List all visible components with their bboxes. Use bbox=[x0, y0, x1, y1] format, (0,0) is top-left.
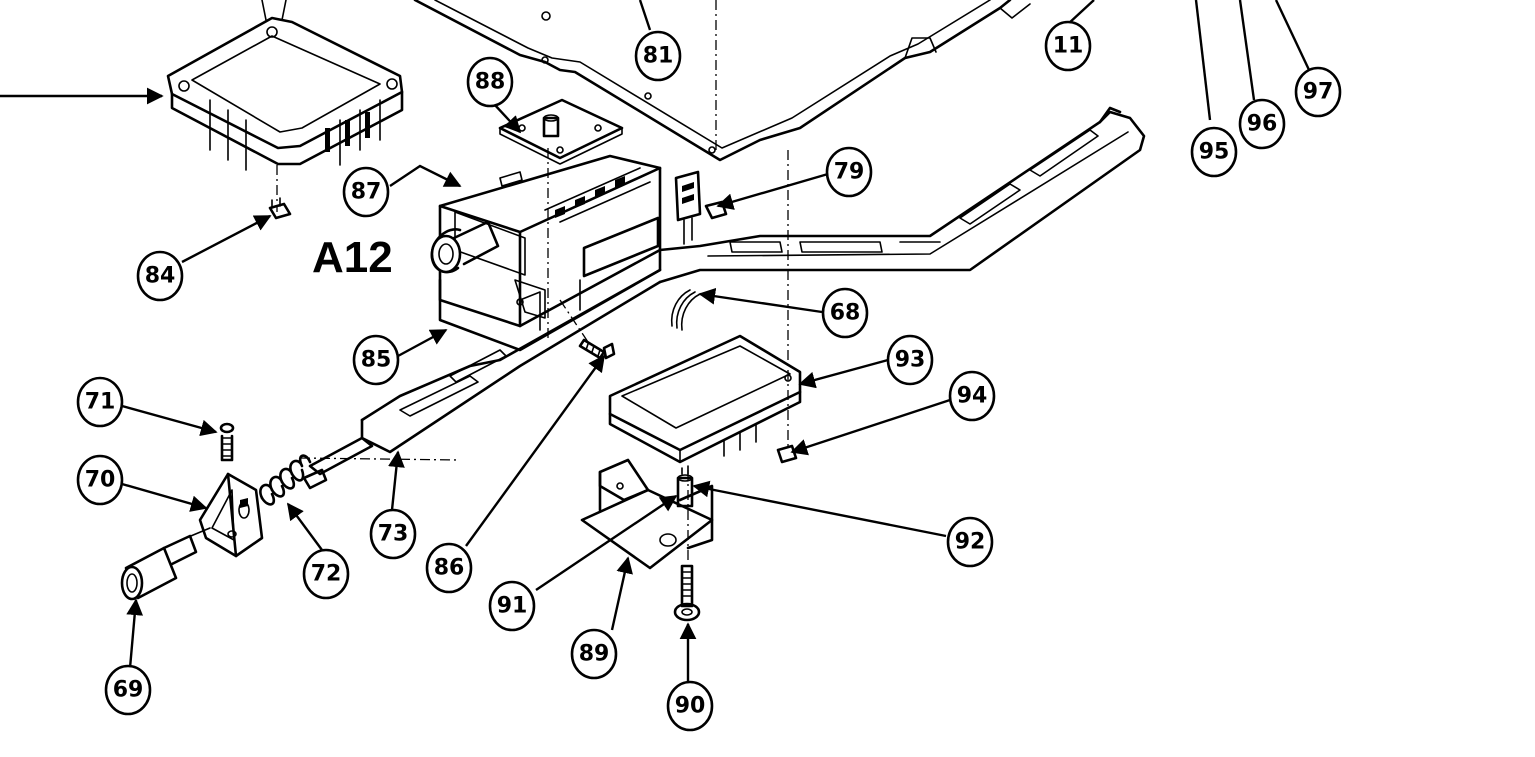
connector bbox=[674, 170, 728, 245]
tray-93 bbox=[608, 334, 802, 464]
callout-71: 71 bbox=[76, 376, 124, 428]
callout-87: 87 bbox=[342, 166, 390, 218]
callout-92-label: 92 bbox=[955, 530, 986, 555]
bracket-89 bbox=[580, 458, 714, 570]
plate-88 bbox=[498, 98, 624, 165]
callout-95-label: 95 bbox=[1199, 140, 1230, 165]
callout-81: 81 bbox=[634, 30, 682, 82]
callout-71-label: 71 bbox=[85, 390, 116, 415]
callout-85: 85 bbox=[352, 334, 400, 386]
callout-95: 95 bbox=[1190, 126, 1238, 178]
callout-97: 97 bbox=[1294, 66, 1342, 118]
slider-bar bbox=[658, 106, 1146, 284]
callout-73: 73 bbox=[369, 508, 417, 560]
callout-88: 88 bbox=[466, 56, 514, 108]
screw-90 bbox=[673, 564, 701, 622]
callout-90: 90 bbox=[666, 680, 714, 732]
leader-lines bbox=[0, 0, 1312, 682]
switch-assembly-a12 bbox=[430, 154, 662, 352]
callout-68-label: 68 bbox=[830, 301, 861, 326]
callout-85-label: 85 bbox=[361, 348, 392, 373]
callout-92: 92 bbox=[946, 516, 994, 568]
callout-11: 11 bbox=[1044, 20, 1092, 72]
callout-89: 89 bbox=[570, 628, 618, 680]
callout-84: 84 bbox=[136, 250, 184, 302]
callout-90-label: 90 bbox=[675, 694, 706, 719]
callout-91: 91 bbox=[488, 580, 536, 632]
callout-96-label: 96 bbox=[1247, 112, 1278, 137]
callout-87-label: 87 bbox=[351, 180, 382, 205]
screw-71 bbox=[219, 422, 235, 462]
callout-70: 70 bbox=[76, 454, 124, 506]
callout-84-label: 84 bbox=[145, 264, 176, 289]
callout-89-label: 89 bbox=[579, 642, 610, 667]
callout-70-label: 70 bbox=[85, 468, 116, 493]
callout-96: 96 bbox=[1238, 98, 1286, 150]
callout-91-label: 91 bbox=[497, 594, 528, 619]
callout-93: 93 bbox=[886, 334, 934, 386]
callout-94-label: 94 bbox=[957, 384, 988, 409]
knob-69 bbox=[120, 527, 211, 601]
callout-69: 69 bbox=[104, 664, 152, 716]
callout-93-label: 93 bbox=[895, 348, 926, 373]
callout-79-label: 79 bbox=[834, 160, 865, 185]
callout-68: 68 bbox=[821, 287, 869, 339]
callout-73-label: 73 bbox=[378, 522, 409, 547]
chassis-plate bbox=[413, 0, 1031, 162]
callout-88-label: 88 bbox=[475, 70, 506, 95]
callout-97-label: 97 bbox=[1303, 80, 1334, 105]
callout-72: 72 bbox=[302, 548, 350, 600]
callout-69-label: 69 bbox=[113, 678, 144, 703]
callout-81-label: 81 bbox=[643, 44, 674, 69]
wires-68 bbox=[670, 289, 701, 331]
callout-72-label: 72 bbox=[311, 562, 342, 587]
clip-94 bbox=[776, 444, 798, 464]
callout-79: 79 bbox=[825, 146, 873, 198]
callout-86: 86 bbox=[425, 542, 473, 594]
callout-86-label: 86 bbox=[434, 556, 465, 581]
assembly-label: A12 bbox=[312, 233, 393, 282]
callout-11-label: 11 bbox=[1053, 34, 1084, 59]
clip-84 bbox=[268, 197, 292, 220]
screw-86 bbox=[578, 338, 616, 360]
callout-94: 94 bbox=[948, 370, 996, 422]
bracket-70 bbox=[198, 472, 264, 558]
frame-bracket bbox=[166, 0, 404, 171]
spring-72 bbox=[259, 454, 328, 506]
